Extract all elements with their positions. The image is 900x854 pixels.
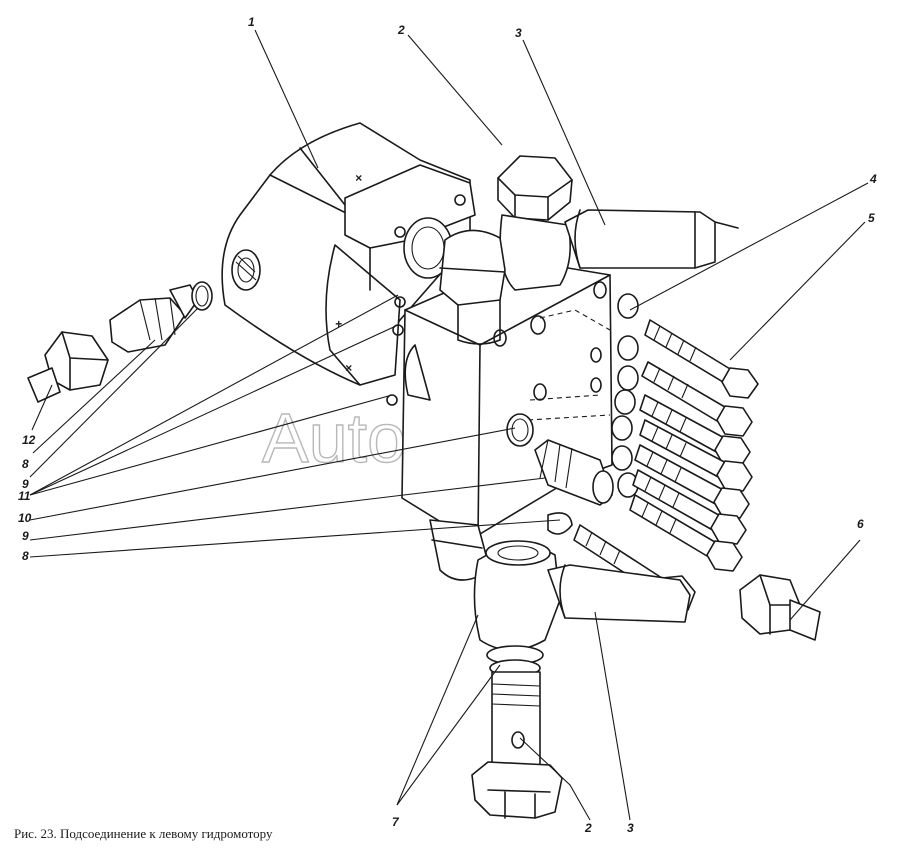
- callout-9-upper: 9: [22, 477, 29, 491]
- callout-8-lower: 8: [22, 549, 29, 563]
- callout-4: 4: [869, 172, 877, 186]
- figure-caption: Рис. 23. Подсоединение к левому гидромот…: [14, 826, 273, 841]
- sealing-ring-center: [506, 413, 573, 535]
- callout-8-upper: 8: [22, 457, 29, 471]
- callout-11: 11: [18, 489, 31, 503]
- callout-9-lower: 9: [22, 529, 29, 543]
- leader-lines: [29, 29, 869, 821]
- retaining-rings: [611, 293, 639, 498]
- cap-plug: [439, 229, 506, 345]
- hose-top: [564, 209, 739, 269]
- union-fitting-right: [739, 574, 821, 641]
- adapter-fitting: [109, 284, 199, 353]
- svg-text:+: +: [335, 317, 342, 331]
- callout-2-top: 2: [397, 23, 405, 37]
- callout-12: 12: [22, 433, 36, 447]
- callout-6: 6: [857, 517, 864, 531]
- union-fitting-left: [27, 331, 109, 403]
- hose-bottom: [547, 564, 691, 623]
- callout-1: 1: [248, 15, 255, 29]
- svg-text:×: ×: [355, 171, 362, 185]
- banjo-bolt-bottom: [471, 671, 563, 819]
- callout-10: 10: [18, 511, 32, 525]
- svg-text:×: ×: [345, 361, 352, 375]
- callout-5: 5: [868, 211, 875, 225]
- callout-7: 7: [392, 815, 400, 829]
- callout-3-top: 3: [515, 26, 522, 40]
- banjo-bolt-top: [497, 155, 573, 291]
- nipple-center: [534, 439, 614, 506]
- callout-2-bottom: 2: [584, 821, 592, 835]
- sealing-ring-left: [191, 281, 213, 311]
- callout-labels: 1 2 3 4 5 6 7 2 3 12 8 9 11 10 9 8: [18, 15, 877, 835]
- banjo-fitting-bottom: [473, 540, 561, 651]
- callout-3-bottom: 3: [627, 821, 634, 835]
